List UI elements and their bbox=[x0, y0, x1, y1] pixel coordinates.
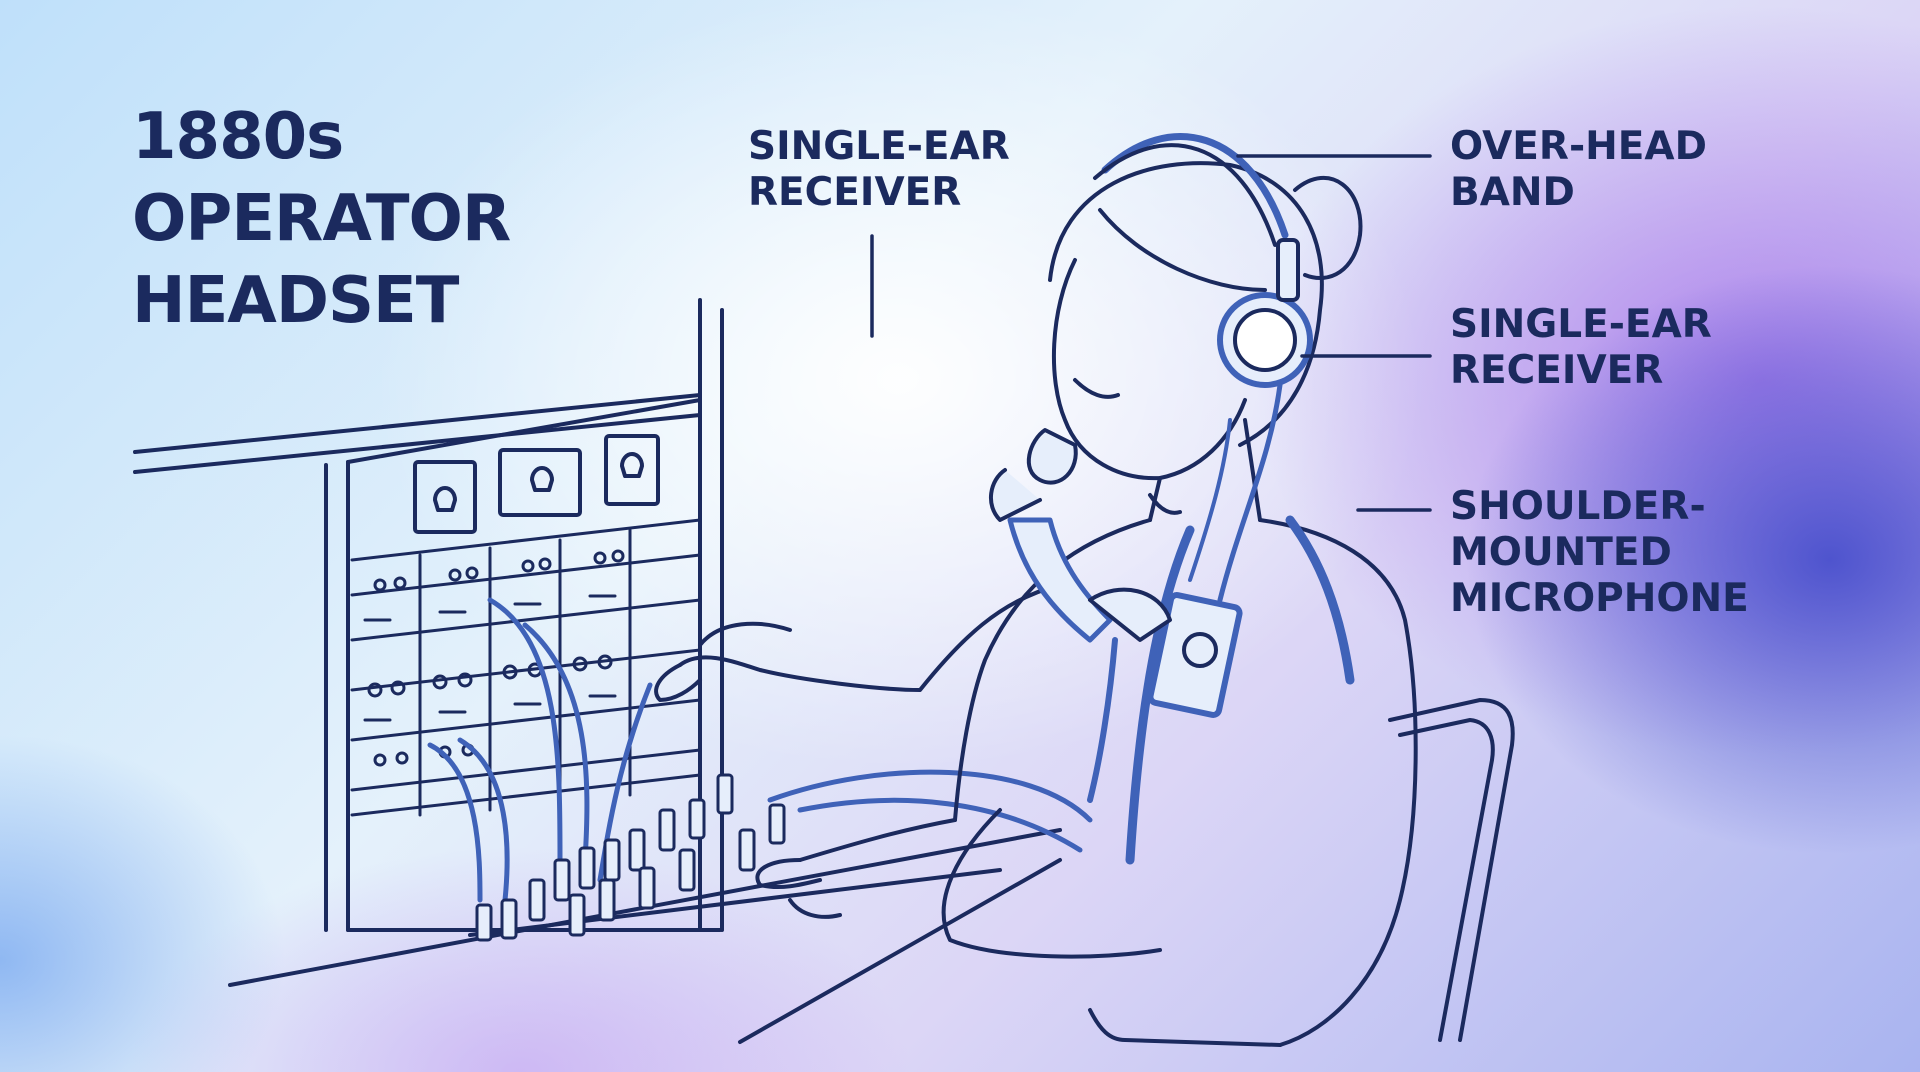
switchboard bbox=[133, 298, 1062, 1044]
diagram-title: 1880s OPERATOR HEADSET bbox=[132, 96, 511, 342]
title-line-3: HEADSET bbox=[132, 264, 459, 338]
title-line-1: 1880s bbox=[132, 100, 344, 174]
signal-lamp-box bbox=[413, 434, 660, 534]
label-shoulder-mounted-microphone: SHOULDER- MOUNTED MICROPHONE bbox=[1450, 484, 1749, 621]
label-single-ear-receiver-right: SINGLE-EAR RECEIVER bbox=[1450, 302, 1712, 393]
headset bbox=[988, 133, 1313, 803]
leader-lines bbox=[870, 154, 1432, 512]
title-line-2: OPERATOR bbox=[132, 182, 511, 256]
over-head-band bbox=[1101, 133, 1289, 239]
plugs bbox=[475, 773, 786, 942]
shoulder-mounted-microphone bbox=[1147, 592, 1243, 718]
chair bbox=[1388, 698, 1515, 1042]
jack-panel bbox=[350, 518, 702, 817]
label-single-ear-receiver-top: SINGLE-EAR RECEIVER bbox=[748, 124, 1010, 215]
operator-figure bbox=[654, 161, 1418, 1047]
label-over-head-band: OVER-HEAD BAND bbox=[1450, 124, 1707, 215]
mouthpiece bbox=[1026, 428, 1078, 485]
